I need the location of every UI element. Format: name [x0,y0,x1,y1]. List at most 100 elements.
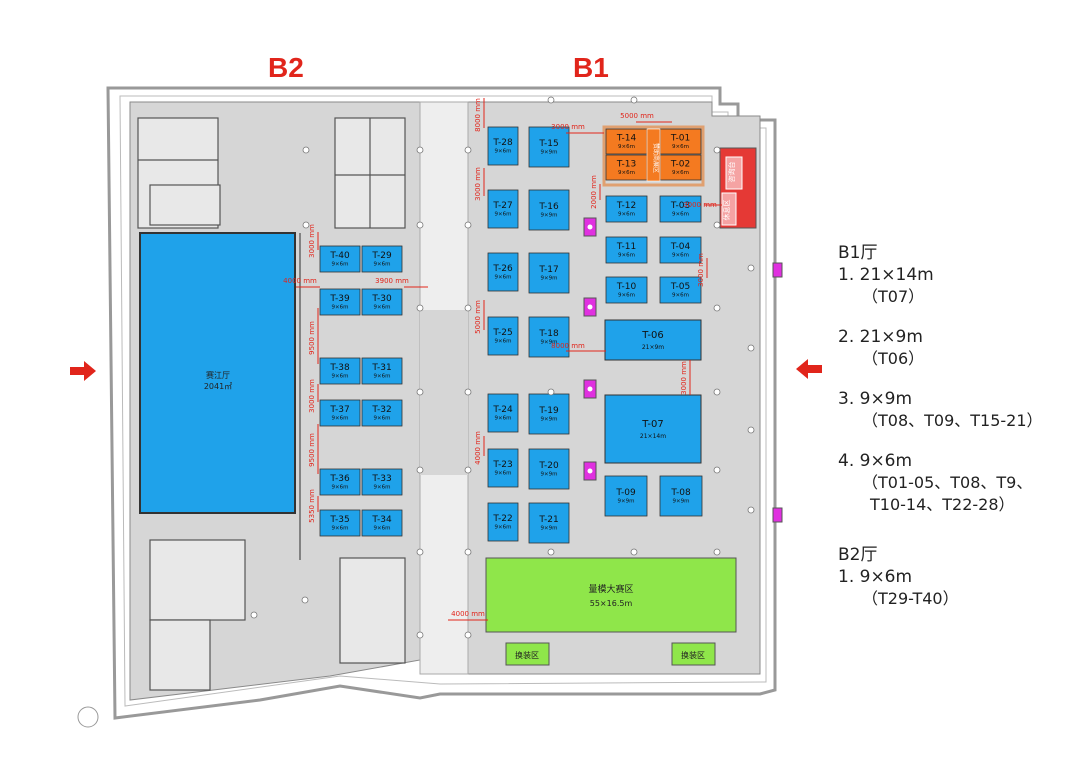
booth-id: T-18 [538,329,559,339]
booth-t-09[interactable]: T-099×9m [604,475,648,517]
dimension-label: 3000 mm [308,224,316,258]
dimension-label: 5000 mm [620,112,654,120]
booth-size: 9×6m [495,416,512,422]
booth-t-40[interactable]: T-409×6m [319,245,361,273]
booth-id: T-01 [670,134,690,144]
legend-b1-detail: （T08、T09、T15-21） [862,411,1043,430]
booth-id: T-20 [538,461,559,471]
booth-t-21[interactable]: T-219×9m [528,502,570,544]
booth-size: 9×6m [618,293,635,299]
dimension-label: 4000 mm [451,610,485,618]
booth-id: T-40 [329,251,350,261]
svg-text:21×9m: 21×9m [642,344,664,351]
booth-size: 9×6m [374,305,391,311]
booth-id: T-04 [670,242,691,252]
booth-t-28[interactable]: T-289×6m [487,126,519,166]
dimension-label: 3000 mm [683,201,717,209]
booth-size: 9×6m [618,253,635,259]
booth-size: 9×6m [374,262,391,268]
booth-t-37[interactable]: T-379×6m [319,399,361,427]
booth-id: T-26 [492,264,513,274]
booth-t-33[interactable]: T-339×6m [361,468,403,496]
booth-size: 9×9m [541,472,558,478]
booth-size: 9×6m [672,253,689,259]
booth-t-18[interactable]: T-189×9m [528,316,570,358]
booth-t-05[interactable]: T-059×6m [659,276,702,304]
legend-b1-item: 1. 21×14m [838,265,934,285]
booth-t-32[interactable]: T-329×6m [361,399,403,427]
dimension-label: 3000 mm [474,167,482,201]
booth-id: T-17 [538,265,558,275]
booth-id: T-23 [492,460,512,470]
corridor-gap-top [420,310,468,475]
legend-b2-detail: （T29-T40） [862,589,959,608]
legend-b1-item: 4. 9×6m [838,451,913,471]
booth-id: T-35 [329,515,349,525]
booth-t-16[interactable]: T-169×9m [528,189,570,231]
booth-t-29[interactable]: T-299×6m [361,245,403,273]
booth-t-08[interactable]: T-089×9m [659,475,703,517]
booth-t-10[interactable]: T-109×6m [605,276,648,304]
booth-t-11[interactable]: T-119×6m [605,236,648,264]
dimension-label: 8000 mm [551,342,585,350]
legend-b1-item: 2. 21×9m [838,327,923,347]
booth-t-35[interactable]: T-359×6m [319,509,361,537]
dimension-label: 5000 mm [474,300,482,334]
booth-id: T-10 [616,282,637,292]
booth-t-22[interactable]: T-229×6m [487,502,519,542]
booth-t-30[interactable]: T-309×6m [361,288,403,316]
booth-t-03[interactable]: T-039×6m [659,195,702,223]
booth-t-25[interactable]: T-259×6m [487,316,519,356]
booth-size: 9×6m [618,212,635,218]
booth-t-27[interactable]: T-279×6m [487,189,519,229]
booth-size: 9×9m [541,213,558,219]
legend: B1厅 1. 21×14m （T07） 2. 21×9m （T06） 3. 9×… [838,242,1073,610]
dimension-label: 4000 mm [283,277,317,285]
booth-t06[interactable]: T-06 21×9m [604,319,702,361]
booth-t-34[interactable]: T-349×6m [361,509,403,537]
booth-size: 9×6m [332,305,349,311]
booths-b2: T-409×6mT-299×6mT-399×6mT-309×6mT-389×6m… [319,245,403,537]
booth-id: T-38 [329,363,350,373]
booth-size: 9×6m [672,170,689,176]
booth-size: 9×9m [541,276,558,282]
competition-arena: 量模大赛区 55×16.5m [485,557,737,633]
booth-size: 9×6m [332,485,349,491]
booth-t-02[interactable]: T-029×6m [659,154,702,181]
booth-size: 9×6m [374,374,391,380]
booth-id: T-12 [616,201,636,211]
booth-t07[interactable]: T-07 21×14m [604,394,702,464]
booth-t-20[interactable]: T-209×9m [528,448,570,490]
booth-t-14[interactable]: T-149×6m [605,128,648,155]
booth-t-17[interactable]: T-179×9m [528,252,570,294]
booth-size: 9×6m [495,525,512,531]
booth-size: 9×9m [618,499,635,505]
entrance-arrow-right [796,359,822,379]
booth-t-39[interactable]: T-399×6m [319,288,361,316]
booth-t-36[interactable]: T-369×6m [319,468,361,496]
booth-t-31[interactable]: T-319×6m [361,357,403,385]
booth-size: 9×9m [541,526,558,532]
booth-t-13[interactable]: T-139×6m [605,154,648,181]
dimension-label: 3900 mm [375,277,409,285]
booth-id: T-31 [371,363,391,373]
booth-id: T-14 [616,134,637,144]
booth-t-38[interactable]: T-389×6m [319,357,361,385]
booth-t-24[interactable]: T-249×6m [487,393,519,433]
b2-rooms-bottom [149,539,406,691]
legend-b1-header: B1厅 [838,243,878,263]
booth-id: T-34 [371,515,392,525]
svg-text:55×16.5m: 55×16.5m [590,599,633,608]
booth-t-15[interactable]: T-159×9m [528,126,570,168]
booth-t-26[interactable]: T-269×6m [487,252,519,292]
booth-t-19[interactable]: T-199×9m [528,393,570,435]
booth-t-23[interactable]: T-239×6m [487,448,519,488]
booth-t-01[interactable]: T-019×6m [659,128,702,155]
booth-size: 9×6m [618,170,635,176]
booth-t-04[interactable]: T-049×6m [659,236,702,264]
booth-t-12[interactable]: T-129×6m [605,195,648,223]
legend-b1-detail: （T01-05、T08、T9、 [862,473,1033,492]
booth-id: T-11 [616,242,636,252]
change-area-left: 换装区 [505,642,550,666]
svg-text:T-07: T-07 [641,419,664,430]
